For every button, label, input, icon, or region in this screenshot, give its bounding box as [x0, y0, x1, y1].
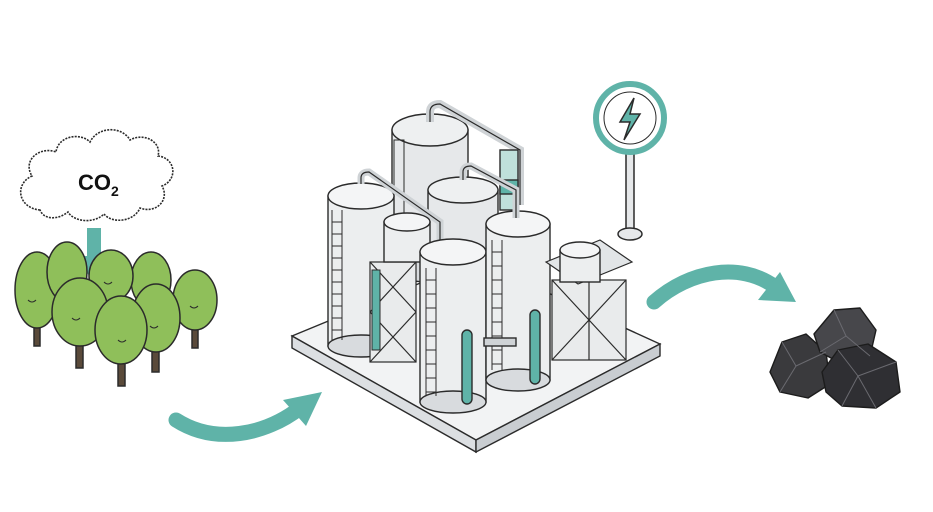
- coal-biochar-icon: [769, 307, 901, 409]
- tree-icon: [94, 295, 148, 387]
- co2-cloud-icon: CO2: [19, 128, 174, 222]
- curved-arrow-icon: [646, 264, 796, 310]
- co2-label: CO2: [78, 170, 119, 199]
- support-frame: [369, 261, 417, 363]
- ladder: [491, 240, 503, 370]
- lightning-bolt-sign-icon: [593, 81, 667, 241]
- curved-arrow-icon: [168, 392, 322, 442]
- industrial-plant-icon: [290, 99, 662, 454]
- ladder: [331, 210, 343, 340]
- tree-icon: [172, 269, 218, 349]
- ladder: [425, 268, 437, 396]
- tree-icon: [51, 277, 109, 369]
- forest-icon: [14, 241, 218, 387]
